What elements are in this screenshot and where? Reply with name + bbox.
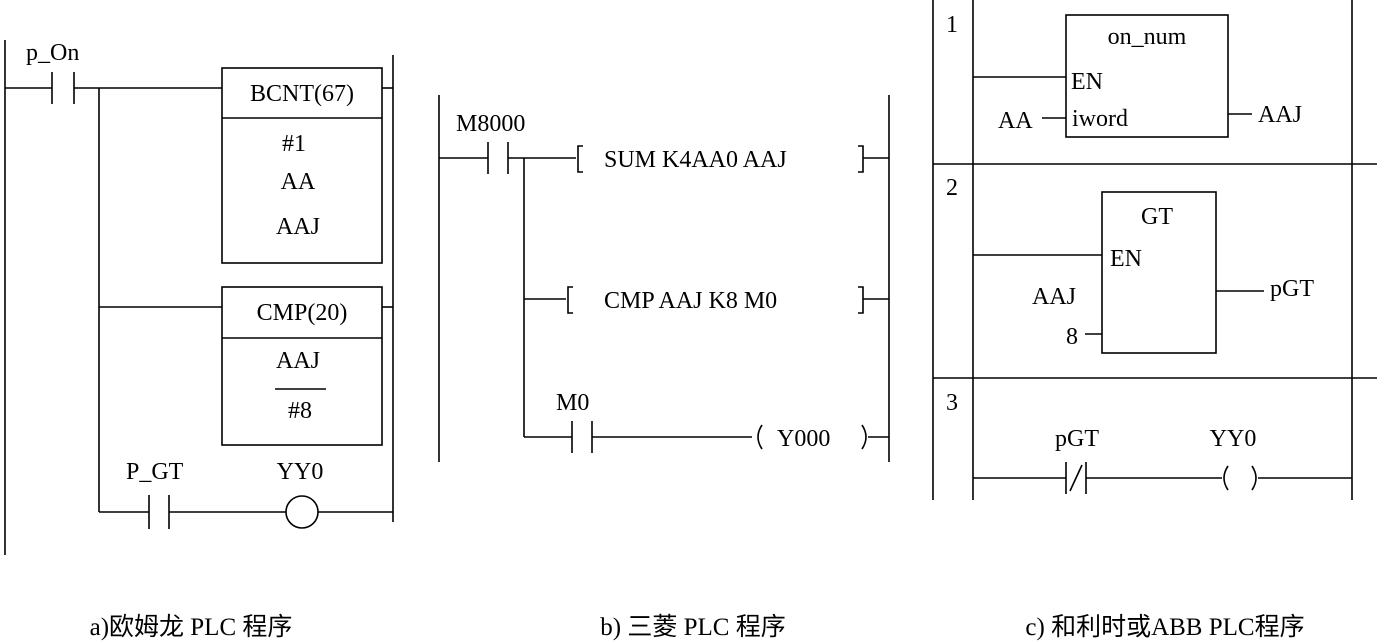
instr-cmp: CMP AAJ K8 M0: [604, 288, 777, 314]
cmp-operand-2: #8: [288, 398, 312, 424]
gt-block: [1101, 191, 1217, 354]
cmp-block: [221, 286, 383, 446]
on-num-title: on_num: [1108, 24, 1187, 50]
rung-number-2: 2: [946, 175, 958, 201]
bcnt-title: BCNT(67): [250, 81, 354, 107]
coil-yy0-label-a: YY0: [277, 459, 324, 485]
on-num-in-label: AA: [998, 108, 1033, 134]
coil-y000-open: [757, 424, 763, 450]
coil-yy0-close-c: [1251, 465, 1257, 491]
panel-b-mitsubishi: M8000 SUM K4AA0 AAJ CMP AAJ K8 M0 M0 Y00…: [438, 95, 890, 641]
coil-y000-label: Y000: [777, 426, 830, 452]
bracket-close-sum: [858, 145, 864, 173]
on-num-block: [1065, 14, 1229, 138]
cmp-title: CMP(20): [257, 300, 348, 326]
bracket-close-cmp: [858, 286, 864, 314]
gt-title: GT: [1141, 204, 1173, 230]
on-num-iword-pin: iword: [1072, 106, 1128, 132]
caption-a: a)欧姆龙 PLC 程序: [90, 613, 293, 641]
contact-pgt-label: pGT: [1055, 426, 1099, 452]
panel-a-omron: p_On BCNT(67) #1 AA AAJ CMP(20) AAJ #8 P…: [4, 40, 394, 641]
bcnt-operand-3: AAJ: [276, 214, 320, 240]
contact-m0-label: M0: [556, 390, 589, 416]
instr-sum: SUM K4AA0 AAJ: [604, 147, 787, 173]
gt-in2-label: 8: [1066, 324, 1078, 350]
gt-en-pin: EN: [1110, 246, 1142, 272]
caption-c: c) 和利时或ABB PLC程序: [1025, 613, 1304, 641]
gt-in1-label: AAJ: [1032, 284, 1076, 310]
gt-out-label: pGT: [1270, 276, 1314, 302]
on-num-en-pin: EN: [1071, 69, 1103, 95]
rung-number-1: 1: [946, 12, 958, 38]
contact-p-on-label: p_On: [26, 40, 79, 66]
cmp-operand-1: AAJ: [276, 348, 320, 374]
coil-y000-close: [861, 424, 867, 450]
bcnt-operand-2: AA: [281, 169, 316, 195]
bracket-open-cmp: [567, 286, 573, 314]
contact-pgt-negation: [1069, 464, 1083, 492]
contact-p-gt-label: P_GT: [126, 459, 184, 485]
rung-number-3: 3: [946, 390, 958, 416]
bcnt-operand-1: #1: [282, 131, 306, 157]
coil-yy0-open-c: [1223, 465, 1229, 491]
coil-yy0-label-c: YY0: [1210, 426, 1257, 452]
bcnt-block: [221, 67, 383, 264]
caption-b: b) 三菱 PLC 程序: [600, 613, 785, 641]
panel-c-hollysys-abb: 1 2 3 on_num EN AA iword AAJ GT EN AAJ 8…: [932, 0, 1377, 641]
bracket-open-sum: [577, 145, 583, 173]
contact-m8000-label: M8000: [456, 111, 525, 137]
on-num-out-label: AAJ: [1258, 102, 1302, 128]
coil-yy0-a: [285, 495, 319, 529]
